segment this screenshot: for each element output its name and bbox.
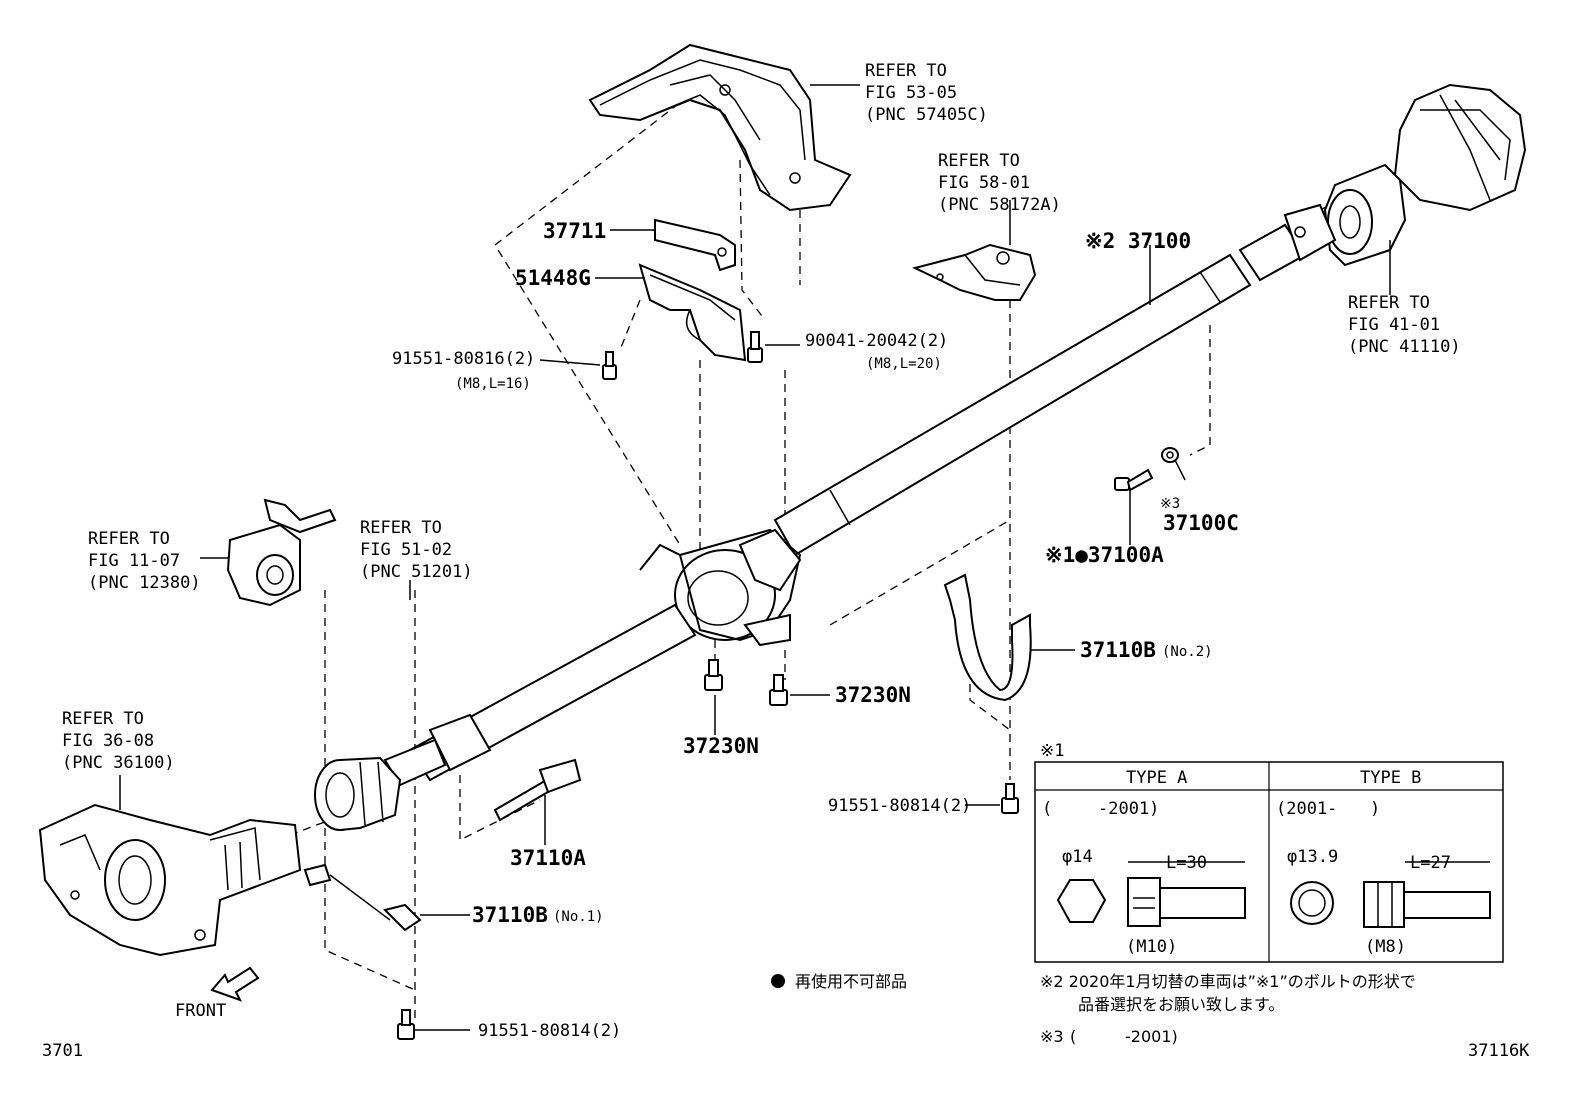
bracket-37711-part bbox=[654, 218, 736, 272]
propeller-shaft-front-section bbox=[383, 603, 697, 787]
part-51448g-label[interactable]: 51448G bbox=[515, 266, 591, 290]
len-b-label: L=27 bbox=[1410, 853, 1451, 873]
svg-text:FIG 11-07: FIG 11-07 bbox=[88, 551, 180, 571]
dia-a-label: φ14 bbox=[1062, 847, 1093, 867]
refer-fig58-label: REFER TO FIG 58-01 (PNC 58172A) bbox=[938, 151, 1061, 215]
part-37110b-no2-label[interactable]: 37110B bbox=[1080, 638, 1156, 662]
heat-insulator-part bbox=[588, 43, 852, 212]
bolt-91551-80814-bottom-part bbox=[397, 1009, 415, 1040]
refer-fig51-label: REFER TO FIG 51-02 (PNC 51201) bbox=[360, 518, 473, 582]
svg-text:REFER TO: REFER TO bbox=[938, 151, 1020, 171]
bolt-91551-80814-right-part bbox=[1001, 783, 1019, 814]
note-2-line-1: ※2 2020年1月切替の車両は”※1”のボルトの形状で bbox=[1040, 972, 1416, 991]
front-label: FRONT bbox=[175, 1001, 226, 1021]
part-37110a-label[interactable]: 37110A bbox=[510, 846, 586, 870]
non-reusable-dot-icon bbox=[771, 974, 785, 988]
svg-text:(PNC 12380): (PNC 12380) bbox=[88, 573, 201, 593]
part-37230n-right-label[interactable]: 37230N bbox=[835, 683, 911, 707]
svg-text:REFER TO: REFER TO bbox=[1348, 293, 1430, 313]
refer-fig53-label: REFER TO FIG 53-05 (PNC 57405C) bbox=[865, 61, 988, 125]
part-37100c-label[interactable]: 37100C bbox=[1163, 511, 1239, 535]
svg-text:REFER TO: REFER TO bbox=[88, 529, 170, 549]
thread-b-label: (M8) bbox=[1365, 937, 1406, 957]
part-91551-80814-right-label[interactable]: 91551-80814(2) bbox=[828, 796, 971, 816]
part-37230n-left-label[interactable]: 37230N bbox=[683, 734, 759, 758]
dia-b-label: φ13.9 bbox=[1287, 847, 1338, 867]
rear-differential-part bbox=[1323, 83, 1527, 267]
svg-text:REFER TO: REFER TO bbox=[865, 61, 947, 81]
hanger-37110b-no1-part bbox=[303, 863, 422, 932]
table-range-a: -2001) bbox=[1098, 799, 1159, 819]
note-3-open: ( bbox=[1070, 1027, 1076, 1046]
leader-lines bbox=[119, 84, 1391, 1031]
table-range-b: (2001- bbox=[1276, 799, 1337, 819]
part-90041-20042-label[interactable]: 90041-20042(2) bbox=[805, 331, 948, 351]
svg-text:REFER TO: REFER TO bbox=[360, 518, 442, 538]
legend-non-reusable: 再使用不可部品 bbox=[771, 972, 907, 991]
table-col-a: TYPE A bbox=[1126, 768, 1187, 788]
bolt-90041-20042-part bbox=[747, 331, 763, 363]
part-37110b-no1-label[interactable]: 37110B bbox=[472, 903, 548, 927]
washer-37100c-part bbox=[1161, 447, 1179, 463]
bolt-type-table: ※1 TYPE A TYPE B ( -2001) (2001- ) φ14 L… bbox=[1034, 741, 1504, 963]
table-mark: ※1 bbox=[1040, 741, 1064, 761]
part-90041-20042-spec: (M8,L=20) bbox=[866, 356, 942, 372]
transfer-case-part bbox=[38, 803, 302, 957]
propeller-shaft-rear-section bbox=[773, 203, 1337, 557]
refer-fig36-label: REFER TO FIG 36-08 (PNC 36100) bbox=[62, 709, 175, 773]
part-37100a-label[interactable]: ※1●37100A bbox=[1045, 543, 1164, 567]
part-37711-label[interactable]: 37711 bbox=[543, 219, 606, 243]
svg-text:FIG 51-02: FIG 51-02 bbox=[360, 540, 452, 560]
note-3-val: -2001) bbox=[1125, 1027, 1178, 1046]
cover-51448g-part bbox=[638, 263, 747, 362]
bracket-58172a-part bbox=[912, 243, 1037, 301]
part-91551-80816-spec: (M8,L=16) bbox=[455, 376, 531, 392]
bolt-37230n-left-part bbox=[704, 659, 723, 691]
part-91551-80816-label[interactable]: 91551-80816(2) bbox=[392, 349, 535, 369]
table-range-b-close: ) bbox=[1370, 799, 1380, 819]
figure-number-left: 3701 bbox=[42, 1041, 83, 1061]
svg-text:FIG 53-05: FIG 53-05 bbox=[865, 83, 957, 103]
part-37100-label[interactable]: ※2 37100 bbox=[1085, 229, 1191, 253]
len-a-label: L=30 bbox=[1166, 853, 1207, 873]
engine-mount-part bbox=[226, 498, 337, 607]
bolt-37110a-part bbox=[493, 758, 582, 822]
note-3-mark: ※3 bbox=[1040, 1027, 1064, 1046]
table-col-b: TYPE B bbox=[1360, 768, 1421, 788]
svg-text:FIG 36-08: FIG 36-08 bbox=[62, 731, 154, 751]
svg-text:FIG 58-01: FIG 58-01 bbox=[938, 173, 1030, 193]
svg-text:(PNC 41110): (PNC 41110) bbox=[1348, 337, 1461, 357]
center-bearing-part bbox=[639, 528, 802, 647]
figure-number-right: 37116K bbox=[1468, 1041, 1530, 1061]
thread-a-label: (M10) bbox=[1126, 937, 1177, 957]
refer-fig11-label: REFER TO FIG 11-07 (PNC 12380) bbox=[88, 529, 201, 593]
bolt-37230n-right-part bbox=[769, 674, 788, 706]
svg-text:(PNC 58172A): (PNC 58172A) bbox=[938, 195, 1061, 215]
svg-text:REFER TO: REFER TO bbox=[62, 709, 144, 729]
svg-text:FIG 41-01: FIG 41-01 bbox=[1348, 315, 1440, 335]
front-arrow-icon bbox=[210, 966, 260, 1002]
table-range-a-open: ( bbox=[1042, 799, 1052, 819]
svg-text:(PNC 51201): (PNC 51201) bbox=[360, 562, 473, 582]
legend-text: 再使用不可部品 bbox=[795, 972, 907, 991]
refer-fig41-label: REFER TO FIG 41-01 (PNC 41110) bbox=[1348, 293, 1461, 357]
svg-text:(PNC 36100): (PNC 36100) bbox=[62, 753, 175, 773]
part-37110b-no1-suffix: (No.1) bbox=[553, 909, 604, 925]
note-2-line-2: 品番選択をお願い致します。 bbox=[1078, 995, 1284, 1014]
part-37110b-no2-suffix: (No.2) bbox=[1162, 644, 1213, 660]
svg-text:(PNC 57405C): (PNC 57405C) bbox=[865, 105, 988, 125]
bolt-91551-80816-part bbox=[602, 351, 617, 380]
part-91551-80814-bottom-label[interactable]: 91551-80814(2) bbox=[478, 1021, 621, 1041]
hanger-37110b-no2-part bbox=[943, 573, 1032, 702]
front-flange-part bbox=[314, 756, 402, 831]
part-37100c-mark: ※3 bbox=[1160, 496, 1180, 512]
bolt-37100a-part bbox=[1114, 468, 1154, 492]
